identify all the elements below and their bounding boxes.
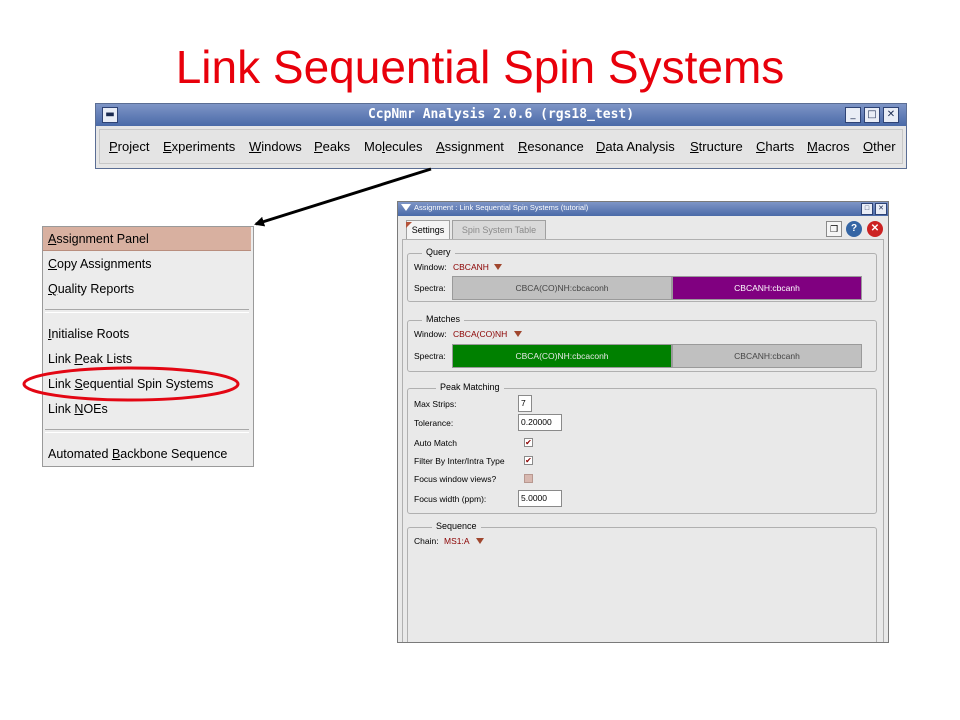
panel-titlebar[interactable]: Assignment : Link Sequential Spin System… bbox=[398, 202, 888, 216]
focus-width-input[interactable]: 5.0000 bbox=[518, 490, 562, 507]
clone-window-icon[interactable]: ❐ bbox=[826, 221, 842, 237]
help-icon[interactable]: ? bbox=[846, 221, 862, 237]
peak-matching-frame: Peak Matching Max Strips: 7 Tolerance: 0… bbox=[407, 382, 877, 514]
menu-windows[interactable]: Windows bbox=[249, 139, 302, 154]
menu-item-link-sequential-spin-systems[interactable]: Link Sequential Spin Systems bbox=[48, 377, 214, 391]
menu-molecules[interactable]: Molecules bbox=[364, 139, 423, 154]
query-window-value[interactable]: CBCANH bbox=[453, 262, 489, 272]
menu-other[interactable]: Other bbox=[863, 139, 896, 154]
menu-charts[interactable]: Charts bbox=[756, 139, 795, 154]
query-spectrum-cbcanh[interactable]: CBCANH:cbcanh bbox=[672, 276, 862, 300]
maximize-icon[interactable]: □ bbox=[864, 107, 880, 123]
panel-close-icon[interactable]: ✕ bbox=[875, 203, 887, 215]
panel-menu-icon[interactable] bbox=[401, 204, 411, 211]
window-menu-icon[interactable]: ▬ bbox=[102, 107, 118, 123]
highlight-ellipse bbox=[22, 366, 240, 402]
menu-data-analysis[interactable]: Data Analysis bbox=[596, 139, 675, 154]
panel-title: Assignment : Link Sequential Spin System… bbox=[414, 203, 589, 212]
menu-separator bbox=[45, 309, 249, 313]
pointer-arrow bbox=[254, 167, 432, 227]
panel-maximize-icon[interactable]: □ bbox=[861, 203, 873, 215]
focus-window-views-label: Focus window views? bbox=[414, 474, 497, 484]
main-window-titlebar[interactable]: ▬ CcpNmr Analysis 2.0.6 (rgs18_test) _ □… bbox=[96, 104, 906, 126]
menu-macros[interactable]: Macros bbox=[807, 139, 850, 154]
close-icon[interactable]: ✕ bbox=[883, 107, 899, 123]
menu-item-automated-backbone-sequence[interactable]: Automated Backbone Sequence bbox=[48, 447, 228, 461]
menu-item-initialise-roots[interactable]: Initialise Roots bbox=[48, 327, 130, 341]
menu-highlight bbox=[43, 227, 251, 251]
tolerance-input[interactable]: 0.20000 bbox=[518, 414, 562, 431]
main-window-title: CcpNmr Analysis 2.0.6 (rgs18_test) bbox=[367, 107, 635, 122]
peak-matching-legend: Peak Matching bbox=[436, 382, 504, 392]
matches-legend: Matches bbox=[422, 314, 465, 324]
sequence-legend: Sequence bbox=[432, 521, 481, 531]
matches-window-label: Window: bbox=[414, 329, 447, 339]
settings-tab-body: Query Window: CBCANH Spectra: CBCA(CO)NH… bbox=[402, 239, 884, 642]
query-window-pulldown-icon[interactable] bbox=[494, 264, 502, 270]
menu-assignment[interactable]: Assignment bbox=[436, 139, 504, 154]
auto-match-checkbox[interactable]: ✔ bbox=[524, 438, 533, 447]
focus-width-label: Focus width (ppm): bbox=[414, 494, 487, 504]
menu-item-assignment-panel[interactable]: Assignment Panel bbox=[48, 232, 149, 246]
tab-corner-icon bbox=[406, 222, 412, 228]
focus-window-views-checkbox[interactable] bbox=[524, 474, 533, 483]
matches-window-value[interactable]: CBCA(CO)NH bbox=[453, 329, 508, 339]
tab-settings[interactable]: Settings bbox=[406, 220, 450, 240]
minimize-icon[interactable]: _ bbox=[845, 107, 861, 123]
menu-project[interactable]: Project bbox=[109, 139, 150, 154]
menu-structure[interactable]: Structure bbox=[690, 139, 743, 154]
matches-frame: Matches Window: CBCA(CO)NH Spectra: CBCA… bbox=[407, 314, 877, 372]
main-window: ▬ CcpNmr Analysis 2.0.6 (rgs18_test) _ □… bbox=[95, 103, 907, 169]
tolerance-label: Tolerance: bbox=[414, 418, 454, 428]
menu-item-copy-assignments[interactable]: Copy Assignments bbox=[48, 257, 152, 271]
query-spectra-label: Spectra: bbox=[414, 283, 446, 293]
matches-window-pulldown-icon[interactable] bbox=[514, 331, 522, 337]
tab-spin-system-table[interactable]: Spin System Table bbox=[452, 220, 546, 240]
menu-experiments[interactable]: Experiments bbox=[163, 139, 236, 154]
matches-spectrum-cbcanh[interactable]: CBCANH:cbcanh bbox=[672, 344, 862, 368]
menu-item-link-peak-lists[interactable]: Link Peak Lists bbox=[48, 352, 133, 366]
link-sequential-spin-systems-panel: Assignment : Link Sequential Spin System… bbox=[397, 201, 889, 643]
filter-inter-intra-checkbox[interactable]: ✔ bbox=[524, 456, 533, 465]
assignment-dropdown-menu: Assignment Panel Copy Assignments Qualit… bbox=[42, 226, 254, 467]
query-spectrum-cbcaconh[interactable]: CBCA(CO)NH:cbcaconh bbox=[452, 276, 672, 300]
max-strips-input[interactable]: 7 bbox=[518, 395, 532, 412]
chain-pulldown-icon[interactable] bbox=[476, 538, 484, 544]
menu-bar: Project Experiments Windows Peaks Molecu… bbox=[99, 129, 903, 164]
sequence-frame: Sequence Chain: MS1:A bbox=[407, 521, 877, 642]
query-legend: Query bbox=[422, 247, 455, 257]
menu-item-quality-reports[interactable]: Quality Reports bbox=[48, 282, 135, 296]
close-panel-icon[interactable]: ✕ bbox=[867, 221, 883, 237]
matches-spectrum-cbcaconh[interactable]: CBCA(CO)NH:cbcaconh bbox=[452, 344, 672, 368]
query-frame: Query Window: CBCANH Spectra: CBCA(CO)NH… bbox=[407, 247, 877, 302]
chain-value[interactable]: MS1:A bbox=[444, 536, 470, 546]
max-strips-label: Max Strips: bbox=[414, 399, 457, 409]
menu-peaks[interactable]: Peaks bbox=[314, 139, 351, 154]
chain-label: Chain: bbox=[414, 536, 439, 546]
menu-item-link-noes[interactable]: Link NOEs bbox=[48, 402, 108, 416]
menu-separator bbox=[45, 429, 249, 433]
menu-resonance[interactable]: Resonance bbox=[518, 139, 584, 154]
filter-inter-intra-label: Filter By Inter/Intra Type bbox=[414, 456, 505, 466]
auto-match-label: Auto Match bbox=[414, 438, 457, 448]
slide-title: Link Sequential Spin Systems bbox=[175, 41, 785, 93]
matches-spectra-label: Spectra: bbox=[414, 351, 446, 361]
query-window-label: Window: bbox=[414, 262, 447, 272]
